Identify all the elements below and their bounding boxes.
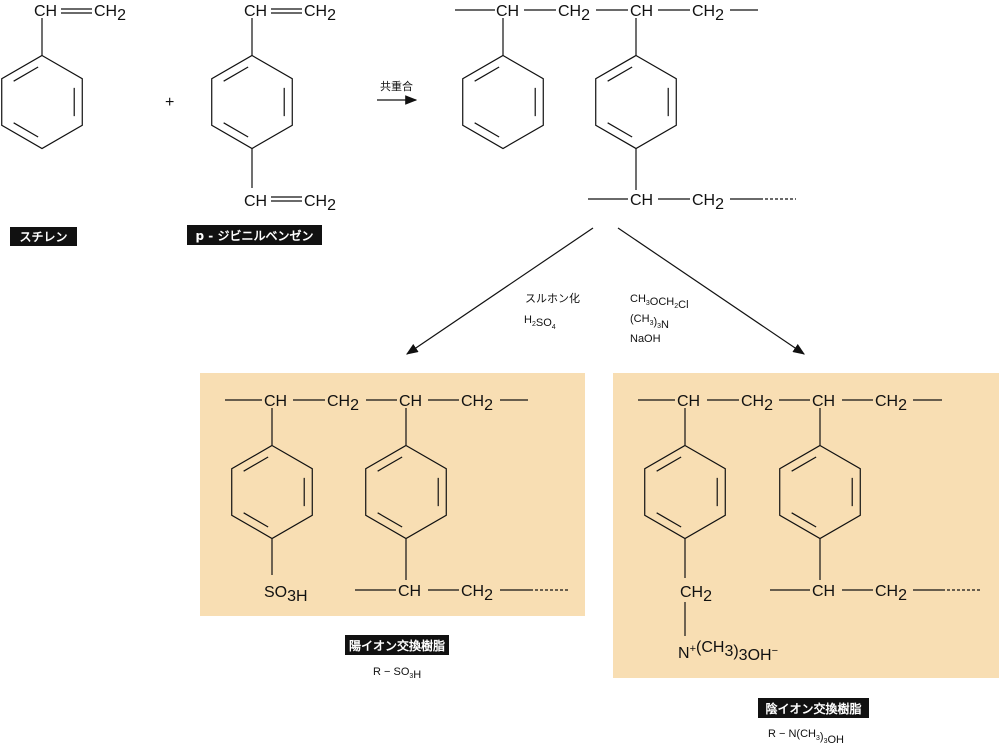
aromatic-double-bond bbox=[474, 66, 500, 82]
chain-ch: CH bbox=[264, 393, 287, 410]
reagent-chloromethyl-ether: CH3OCH2Cl bbox=[630, 293, 689, 311]
benzene-ring bbox=[779, 444, 861, 540]
dvb-ch-bottom: CH bbox=[244, 193, 267, 210]
aromatic-double-bond bbox=[377, 456, 403, 472]
dvb-label: p - ジビニルベンゼン bbox=[196, 228, 314, 243]
benzene-ring bbox=[644, 444, 726, 540]
chain-ch2: CH2 bbox=[692, 3, 724, 24]
benzene-ring bbox=[211, 54, 293, 150]
benzyl-ch2: CH2 bbox=[680, 584, 712, 605]
chain-ch2: CH2 bbox=[327, 393, 359, 414]
aromatic-double-bond bbox=[223, 122, 249, 138]
aromatic-double-bond bbox=[13, 122, 39, 138]
aromatic-double-bond bbox=[791, 512, 817, 528]
anion-resin-box bbox=[613, 373, 999, 678]
reagent-naoh: NaOH bbox=[630, 333, 661, 345]
cation-resin-box bbox=[200, 373, 585, 616]
sulfonic-acid-group: SO3H bbox=[264, 584, 308, 605]
styrene-structure: CH CH2 スチレン bbox=[10, 3, 126, 246]
chain-ch: CH bbox=[496, 3, 519, 20]
chain-ch2: CH2 bbox=[875, 393, 907, 414]
cation-resin-formula: R − SO3H bbox=[373, 666, 421, 681]
aromatic-double-bond bbox=[13, 66, 39, 82]
dvb-ch2-bottom: CH2 bbox=[304, 193, 336, 214]
aromatic-double-bond bbox=[656, 456, 682, 472]
amination-arrow bbox=[617, 227, 805, 355]
chain-ch: CH bbox=[812, 393, 835, 410]
benzene-ring bbox=[595, 54, 677, 150]
crosslink-ch2: CH2 bbox=[692, 192, 724, 213]
dvb-ch-top: CH bbox=[244, 3, 267, 20]
cation-resin-structure: CH CH2 CH CH2 SO3H CH CH2 bbox=[225, 393, 568, 605]
chain-ch: CH bbox=[677, 393, 700, 410]
copolymer-structure: CH CH2 CH CH2 CH CH2 bbox=[455, 3, 796, 213]
aromatic-double-bond bbox=[656, 512, 682, 528]
benzene-ring bbox=[1, 54, 83, 150]
sulfonation-label: スルホン化 bbox=[525, 291, 580, 305]
sulfonation-arrow bbox=[406, 227, 594, 355]
aromatic-double-bond bbox=[243, 456, 269, 472]
aromatic-double-bond bbox=[474, 122, 500, 138]
quaternary-ammonium-group: N+(CH3)3OH− bbox=[678, 639, 778, 664]
chain-ch: CH bbox=[399, 393, 422, 410]
aromatic-double-bond bbox=[243, 512, 269, 528]
copolymerization-label: 共重合 bbox=[380, 79, 413, 93]
crosslink-ch: CH bbox=[812, 583, 835, 600]
anion-resin-structure: CH CH2 CH CH2 CH2 N+(CH3)3OH− CH CH2 bbox=[638, 393, 980, 664]
aromatic-double-bond bbox=[377, 512, 403, 528]
divinylbenzene-structure: CH CH2 CH CH2 p - ジビニルベンゼン bbox=[187, 3, 336, 245]
aromatic-double-bond bbox=[607, 66, 633, 82]
cation-resin-label: 陽イオン交換樹脂 bbox=[349, 638, 445, 653]
styrene-label: スチレン bbox=[19, 230, 67, 244]
crosslink-ch: CH bbox=[398, 583, 421, 600]
styrene-ch: CH bbox=[34, 3, 57, 20]
anion-resin-label: 陰イオン交換樹脂 bbox=[765, 701, 861, 716]
benzene-ring bbox=[231, 444, 313, 540]
chain-ch2: CH2 bbox=[741, 393, 773, 414]
chain-ch2: CH2 bbox=[558, 3, 590, 24]
chain-ch: CH bbox=[630, 3, 653, 20]
sulfuric-acid: H2SO4 bbox=[524, 314, 556, 331]
crosslink-ch2: CH2 bbox=[461, 583, 493, 604]
benzene-ring bbox=[462, 54, 544, 150]
aromatic-double-bond bbox=[607, 122, 633, 138]
chain-ch2: CH2 bbox=[461, 393, 493, 414]
aromatic-double-bond bbox=[223, 66, 249, 82]
plus-sign: + bbox=[165, 94, 174, 111]
anion-resin-formula: R − N(CH3)3OH bbox=[768, 728, 844, 743]
crosslink-ch2: CH2 bbox=[875, 583, 907, 604]
dvb-ch2-top: CH2 bbox=[304, 3, 336, 24]
styrene-ch2: CH2 bbox=[94, 3, 126, 24]
crosslink-ch: CH bbox=[630, 192, 653, 209]
benzene-ring bbox=[365, 444, 447, 540]
reagent-trimethylamine: (CH3)3N bbox=[630, 313, 669, 331]
aromatic-double-bond bbox=[791, 456, 817, 472]
